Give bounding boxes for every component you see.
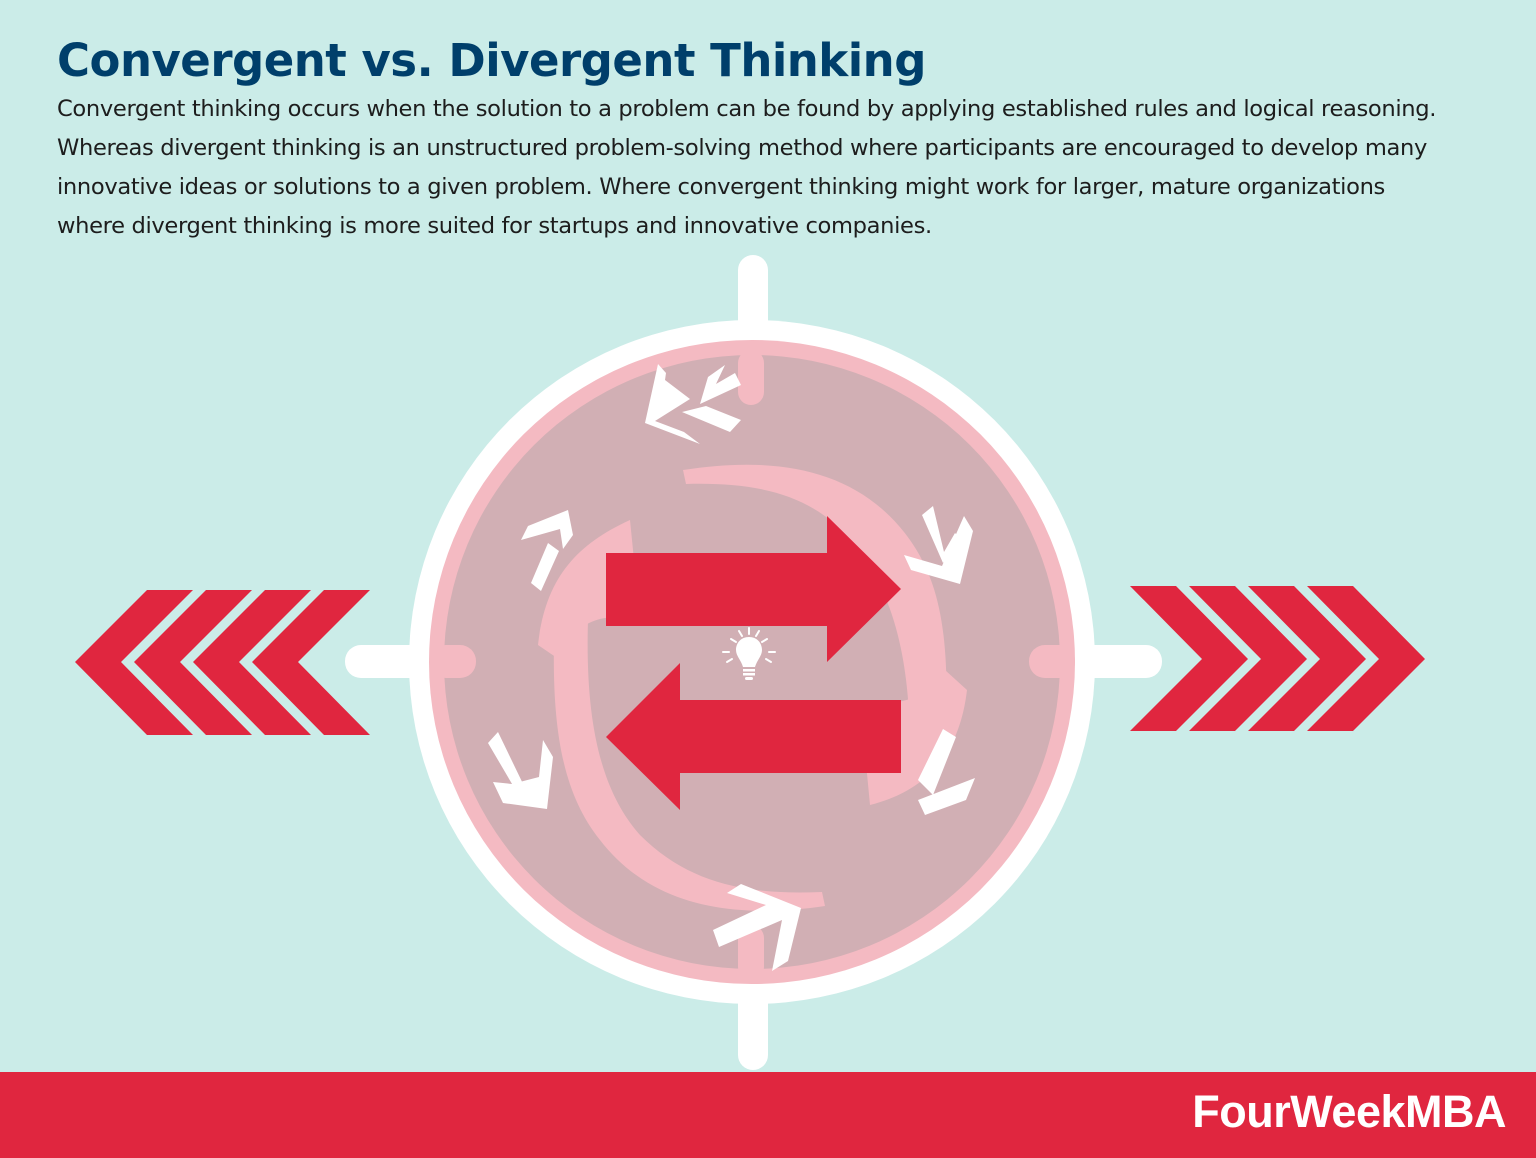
description-text: Convergent thinking occurs when the solu…: [57, 96, 1437, 239]
small-arrows: [488, 364, 975, 971]
chevrons-left-icon: [75, 590, 370, 735]
lightbulb-icon: [722, 627, 776, 680]
arrow-left-icon: [606, 663, 901, 810]
inner-ticks: [430, 350, 1075, 980]
arrow-right-icon: [606, 516, 901, 662]
brand-logo: FourWeekMBA: [1192, 1086, 1506, 1137]
inward-arrow-top: [645, 364, 700, 444]
page-title: Convergent vs. Divergent Thinking: [57, 34, 926, 87]
chevrons-right-icon: [1130, 586, 1425, 731]
footer-bar: FourWeekMBA: [0, 1072, 1536, 1158]
